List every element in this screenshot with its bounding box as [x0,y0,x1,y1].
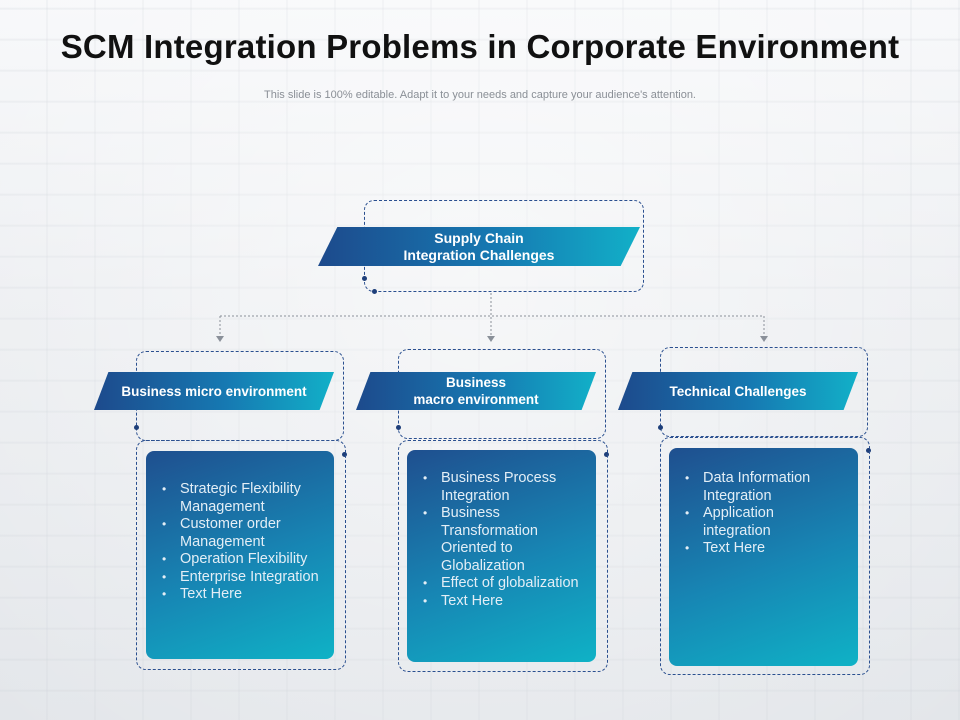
root-label-line1: Supply Chain [434,229,524,246]
branch-3-banner: Technical Challenges [618,372,858,410]
branch-2-list: Business Process Integration Business Tr… [419,470,582,610]
branch-1-card: Strategic Flexibility Management Custome… [146,451,334,659]
branch-1-item-2: Customer order Management [158,516,320,551]
branch-2-label-line1: Business [445,375,507,390]
branch-3-item-2: Application integration [681,505,844,540]
root-dot-1 [362,276,367,281]
branch-3-item-3: Text Here [681,540,844,558]
branch-2-item-2: Business Transformation Oriented to Glob… [419,505,582,575]
branch-2-dot-b [604,452,609,457]
branch-1-dot-b [342,452,347,457]
branch-2-banner: Business macro environment [356,372,596,410]
branch-2-label-line2: macro environment [413,392,539,407]
branch-3-dot-b [866,448,871,453]
branch-2-card: Business Process Integration Business Tr… [407,450,596,662]
branch-1-banner: Business micro environment [94,372,334,410]
branch-3-item-1: Data Information Integration [681,470,844,505]
branch-2-item-3: Effect of globalization [419,575,582,593]
branch-2-item-1: Business Process Integration [419,470,582,505]
branch-3-dot-a [658,425,663,430]
branch-1-card-frame [136,440,346,670]
branch-3-label-line1: Technical Challenges [669,383,807,399]
branch-3-card: Data Information Integration Application… [669,448,858,666]
arrowhead-center [487,336,495,342]
arrowhead-right [760,336,768,342]
branch-3-list: Data Information Integration Application… [681,470,844,558]
root-label-line2: Integration Challenges [403,246,555,263]
arrowhead-left [216,336,224,342]
branch-1-dot-a [134,425,139,430]
root-dot-2 [372,289,377,294]
branch-1-list: Strategic Flexibility Management Custome… [158,481,320,604]
slide-title: SCM Integration Problems in Corporate En… [60,28,900,65]
branch-1-item-3: Operation Flexibility [158,551,320,569]
branch-3-card-frame [660,437,870,675]
branch-2-card-frame [398,440,608,672]
branch-2-dot-a [396,425,401,430]
branch-1-item-4: Enterprise Integration [158,569,320,587]
branch-1-item-5: Text Here [158,586,320,604]
slide-subtitle: This slide is 100% editable. Adapt it to… [264,89,696,101]
root-banner: Supply Chain Integration Challenges [318,227,640,266]
branch-1-label-line1: Business micro environment [121,383,307,399]
branch-1-item-1: Strategic Flexibility Management [158,481,320,516]
branch-2-item-4: Text Here [419,593,582,611]
